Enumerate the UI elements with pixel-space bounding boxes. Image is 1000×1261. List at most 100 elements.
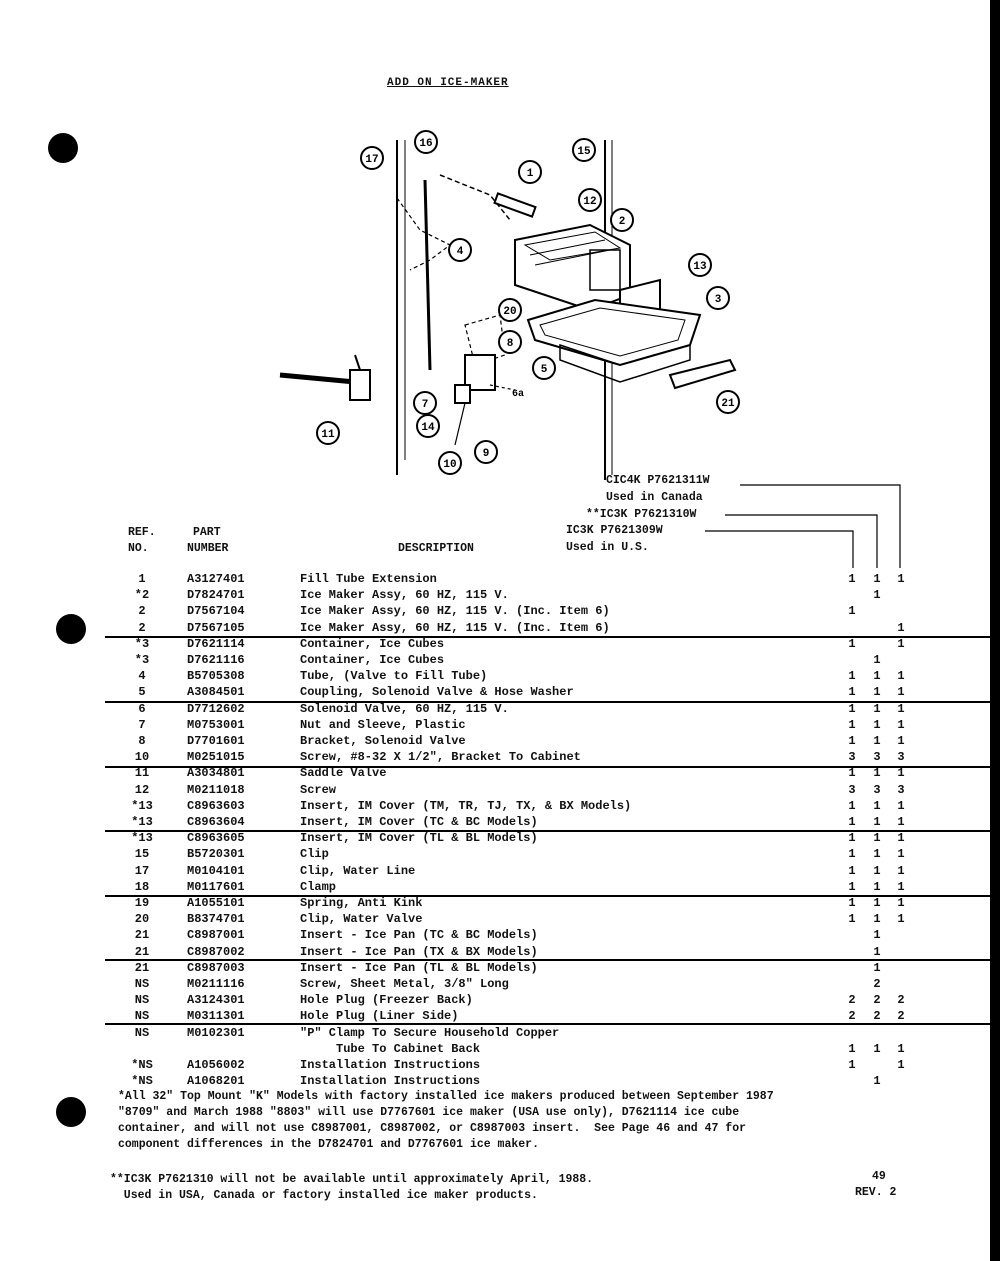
qty-cic4k: 1 — [897, 669, 905, 684]
callout-8: 8 — [507, 338, 514, 350]
group-rule — [105, 766, 1000, 768]
qty-ic3k-310: 1 — [873, 815, 881, 829]
scan-edge — [990, 0, 1000, 1261]
description: Fill Tube Extension — [300, 572, 437, 586]
part-number: C8987001 — [187, 928, 245, 943]
description: Hole Plug (Liner Side) — [300, 1009, 459, 1024]
qty-cic4k: 1 — [897, 572, 905, 586]
description: Insert, IM Cover (TM, TR, TJ, TX, & BX M… — [300, 798, 632, 813]
ref-no: 21 — [134, 928, 150, 943]
description: Installation Instructions — [300, 1058, 481, 1072]
part-number: A1068201 — [187, 1074, 245, 1089]
part-number: D7824701 — [187, 588, 245, 603]
page-number: 49 — [872, 1170, 886, 1183]
description: Insert, IM Cover (TC & BC Models) — [300, 815, 538, 829]
exploded-diagram: 17 16 1 15 12 2 4 13 3 20 8 5 7 14 9 10 … — [279, 130, 740, 480]
qty-cic4k: 1 — [897, 685, 905, 700]
callout-3: 3 — [715, 294, 722, 306]
group-rule — [105, 701, 1000, 703]
ref-no: 5 — [138, 685, 146, 700]
callout-1: 1 — [527, 168, 534, 180]
ref-no: *3 — [134, 636, 150, 651]
part-number: D7712602 — [187, 701, 245, 716]
callout-20: 20 — [503, 306, 516, 318]
part-number: A1055101 — [187, 896, 245, 910]
qty-ic3k-309: 1 — [848, 912, 856, 927]
description: Insert - Ice Pan (TX & BX Models) — [300, 944, 538, 959]
callout-16: 16 — [419, 138, 432, 150]
part-number: B8374701 — [187, 912, 245, 927]
description: Container, Ice Cubes — [300, 653, 445, 667]
description: Coupling, Solenoid Valve & Hose Washer — [300, 685, 574, 700]
callout-9: 9 — [483, 448, 490, 460]
part-number: M0251015 — [187, 750, 245, 765]
description: Clip — [300, 847, 329, 862]
qty-cic4k: 1 — [897, 896, 905, 910]
qty-ic3k-309: 1 — [848, 766, 856, 781]
part-number: A3034801 — [187, 766, 245, 781]
qty-ic3k-310: 1 — [873, 896, 881, 910]
part-number: B5705308 — [187, 669, 245, 684]
description: "P" Clamp To Secure Household Copper — [300, 1025, 560, 1040]
qty-cic4k: 1 — [897, 815, 905, 829]
description: Clamp — [300, 879, 337, 894]
part-number: C8963604 — [187, 815, 245, 829]
description: Solenoid Valve, 60 HZ, 115 V. — [300, 701, 509, 716]
qty-ic3k-310: 2 — [873, 1009, 881, 1024]
ref-no: 21 — [134, 960, 150, 975]
qty-cic4k: 1 — [897, 847, 905, 862]
description: Ice Maker Assy, 60 HZ, 115 V. — [300, 588, 509, 603]
part-number: A1056002 — [187, 1058, 245, 1072]
ref-no: 15 — [134, 847, 150, 862]
qty-cic4k: 1 — [897, 1041, 905, 1056]
description: Insert - Ice Pan (TC & BC Models) — [300, 928, 538, 943]
callout-21: 21 — [721, 398, 735, 410]
qty-ic3k-309: 1 — [848, 734, 856, 748]
ref-no: 21 — [134, 944, 150, 959]
qty-ic3k-309: 1 — [848, 879, 856, 894]
qty-ic3k-310: 1 — [873, 717, 881, 732]
ref-no: *3 — [134, 653, 150, 667]
ref-no: NS — [134, 977, 150, 991]
qty-ic3k-310: 1 — [873, 1074, 881, 1089]
description: Saddle Valve — [300, 766, 387, 781]
callout-14: 14 — [421, 422, 435, 434]
ref-no: *NS — [131, 1074, 153, 1089]
qty-ic3k-310: 1 — [873, 863, 881, 878]
qty-ic3k-310: 1 — [873, 847, 881, 862]
callout-6: 6a — [512, 389, 524, 400]
qty-ic3k-310: 2 — [873, 993, 881, 1008]
qty-ic3k-310: 1 — [873, 588, 881, 603]
part-number: C8987003 — [187, 960, 245, 975]
part-number: D7701601 — [187, 734, 245, 748]
description: Installation Instructions — [300, 1074, 481, 1089]
part-number: D7621116 — [187, 653, 245, 667]
part-number: M0211018 — [187, 782, 245, 797]
qty-ic3k-310: 1 — [873, 685, 881, 700]
description: Container, Ice Cubes — [300, 636, 445, 651]
callout-7: 7 — [422, 399, 429, 411]
qty-ic3k-309: 1 — [848, 636, 856, 651]
qty-ic3k-310: 1 — [873, 734, 881, 748]
qty-cic4k: 1 — [897, 863, 905, 878]
part-number: C8963605 — [187, 831, 245, 846]
group-rule — [105, 1023, 1000, 1025]
description: Tube, (Valve to Fill Tube) — [300, 669, 488, 684]
qty-ic3k-309: 1 — [848, 1041, 856, 1056]
callout-5: 5 — [541, 364, 548, 376]
group-rule — [105, 830, 1000, 832]
